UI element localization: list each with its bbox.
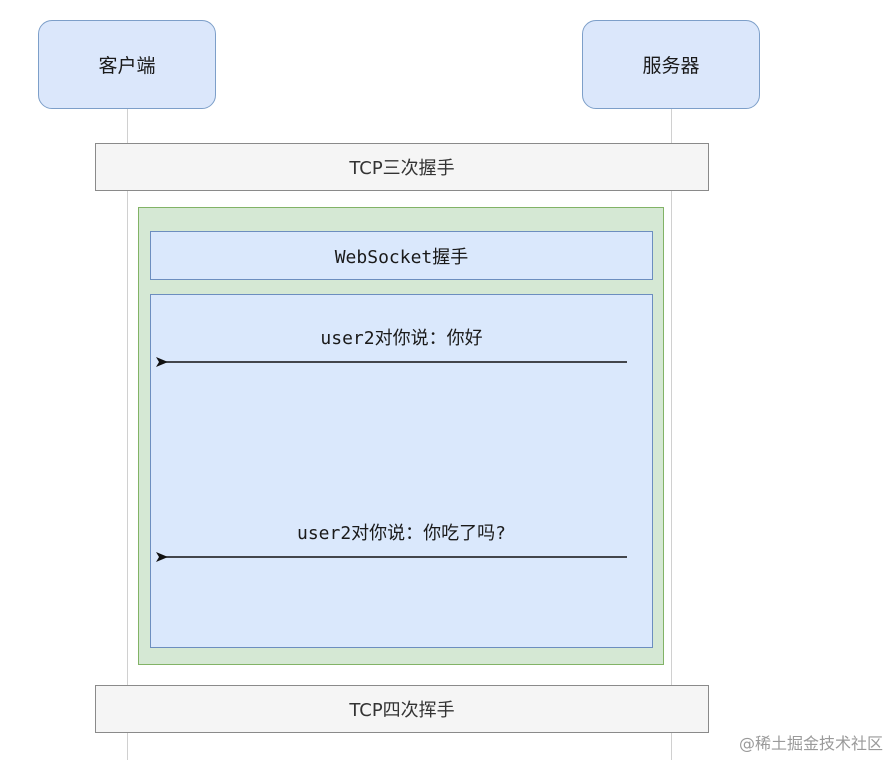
server-participant-label: 服务器 bbox=[642, 55, 700, 77]
client-participant-label: 客户端 bbox=[98, 55, 156, 77]
client-participant: 客户端 bbox=[38, 20, 216, 109]
tcp-close-bar: TCP四次挥手 bbox=[95, 685, 709, 733]
tcp-close-label: TCP四次挥手 bbox=[349, 700, 455, 721]
websocket-handshake-label: WebSocket握手 bbox=[334, 246, 469, 268]
tcp-handshake-bar: TCP三次握手 bbox=[95, 143, 709, 191]
client-lifeline bbox=[127, 109, 128, 760]
message-exchange-frame bbox=[150, 294, 653, 648]
message-label-2: user2对你说：你吃了吗? bbox=[296, 523, 507, 544]
websocket-handshake-box: WebSocket握手 bbox=[150, 231, 653, 280]
message-label-1: user2对你说：你好 bbox=[320, 328, 483, 349]
tcp-handshake-label: TCP三次握手 bbox=[349, 158, 455, 179]
watermark: @稀土掘金技术社区 bbox=[738, 734, 883, 753]
server-lifeline bbox=[671, 109, 672, 760]
server-participant: 服务器 bbox=[582, 20, 760, 109]
